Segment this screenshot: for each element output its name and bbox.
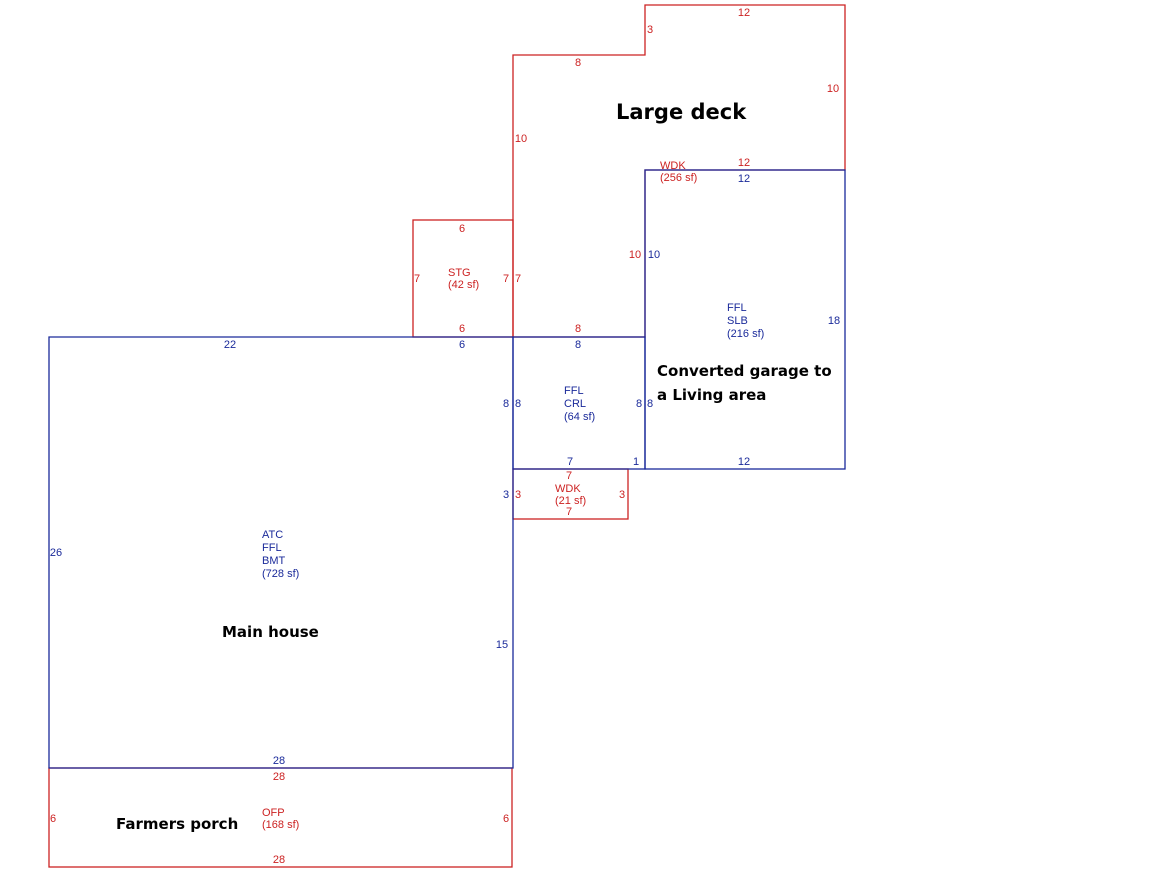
- annotation-farmers-porch: Farmers porch: [116, 815, 238, 833]
- dim-house-right-8: 8: [503, 398, 509, 410]
- dim-stg-left-7: 7: [414, 273, 420, 285]
- annotation-main-house: Main house: [222, 623, 319, 641]
- dim-stg-top-6: 6: [459, 223, 465, 235]
- dim-crl-bottom-7: 7: [567, 456, 573, 468]
- area-large-deck-label: WDK (256 sf): [660, 160, 697, 184]
- dim-deck-left-10: 10: [515, 133, 527, 145]
- dim-deck-bottom-12: 12: [738, 157, 750, 169]
- dim-garage-bottom-12: 12: [738, 456, 750, 468]
- garage-outline: [644, 169, 846, 470]
- dim-porch-left-6: 6: [50, 813, 56, 825]
- dim-deck-top-12: 12: [738, 7, 750, 19]
- dim-deck-bottom-8: 8: [575, 323, 581, 335]
- annotation-converted-garage-line2: a Living area: [657, 386, 766, 404]
- dim-deck-right-10: 10: [827, 83, 839, 95]
- dim-wdk-bottom-7: 7: [566, 506, 572, 518]
- dim-stg-right-7: 7: [503, 273, 509, 285]
- dim-deck-inner-10: 10: [629, 249, 641, 261]
- dim-house-right-3: 3: [503, 489, 509, 501]
- dim-porch-right-6: 6: [503, 813, 509, 825]
- area-small-deck-label: WDK (21 sf): [555, 483, 586, 507]
- dim-crl-left-8: 8: [515, 398, 521, 410]
- annotation-large-deck: Large deck: [616, 100, 747, 124]
- dim-porch-bottom-28: 28: [273, 854, 285, 866]
- dim-crl-bottom-1: 1: [633, 456, 639, 468]
- area-crawl-label: FFL CRL (64 sf): [564, 385, 595, 423]
- area-garage-label: FFL SLB (216 sf): [727, 302, 764, 340]
- dim-deck-top-8: 8: [575, 57, 581, 69]
- dim-house-right-15: 15: [496, 639, 508, 651]
- dim-house-top-6: 6: [459, 339, 465, 351]
- dim-wdk-top-7: 7: [566, 470, 572, 482]
- area-storage-label: STG (42 sf): [448, 267, 479, 291]
- main-house-outline: [48, 336, 514, 769]
- dim-deck-notch-3: 3: [647, 24, 653, 36]
- dim-wdk-right-3: 3: [619, 489, 625, 501]
- dim-garage-top-12: 12: [738, 173, 750, 185]
- area-porch-label: OFP (168 sf): [262, 807, 299, 831]
- dim-garage-left-10: 10: [648, 249, 660, 261]
- dim-house-top-22: 22: [224, 339, 236, 351]
- area-main-house-label: ATC FFL BMT (728 sf): [262, 529, 299, 580]
- annotation-converted-garage-line1: Converted garage to: [657, 362, 832, 380]
- dim-stg-right-7b: 7: [515, 273, 521, 285]
- dim-crl-right-8: 8: [636, 398, 642, 410]
- dim-house-bottom-28: 28: [273, 755, 285, 767]
- dim-house-left-26: 26: [50, 547, 62, 559]
- dim-porch-top-28: 28: [273, 771, 285, 783]
- dim-crl-top-8: 8: [575, 339, 581, 351]
- dim-stg-bottom-6: 6: [459, 323, 465, 335]
- dim-wdk-left-3: 3: [515, 489, 521, 501]
- dim-crl-right-8b: 8: [647, 398, 653, 410]
- dim-garage-right-18: 18: [828, 315, 840, 327]
